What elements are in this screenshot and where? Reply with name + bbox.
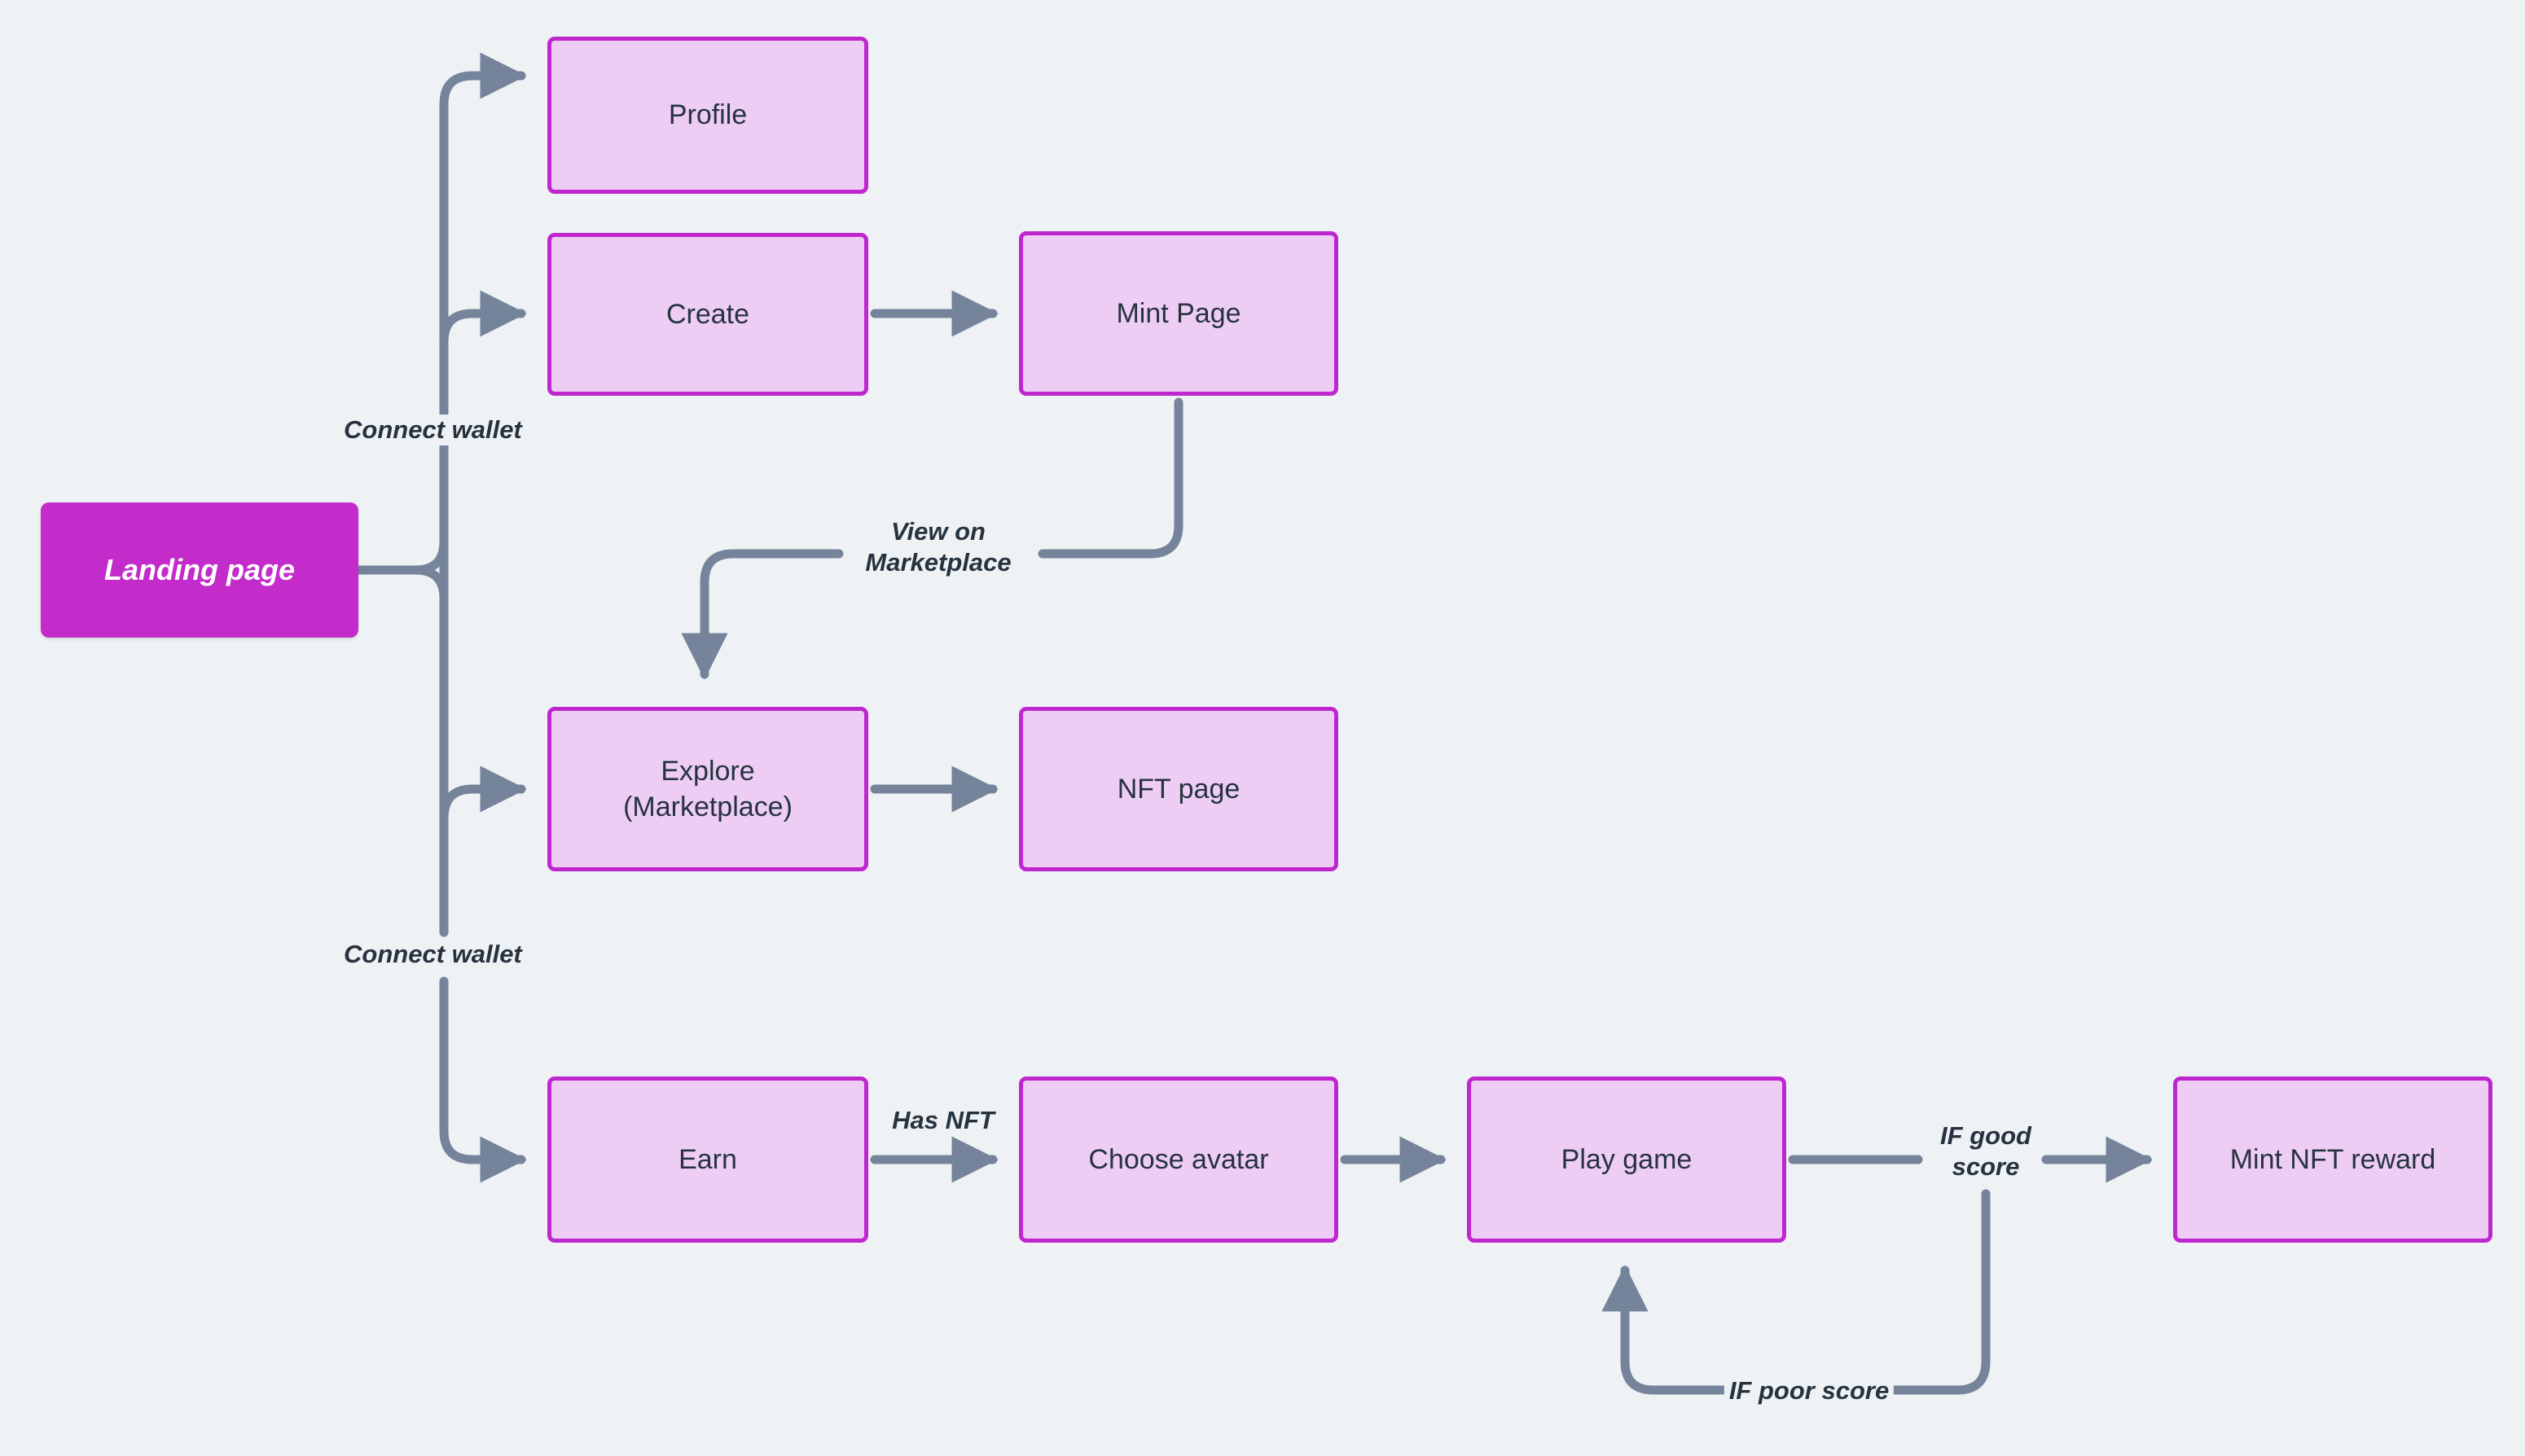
node-mint-nft-reward-label: Mint NFT reward	[2229, 1143, 2436, 1175]
edge-label-if-good-score: IF good score	[1935, 1121, 2036, 1182]
edge-label-view-on-marketplace: View on Marketplace	[860, 516, 1017, 578]
edge-landing-stub-down	[354, 565, 449, 603]
edge-label-connect-wallet-top: Connect wallet	[339, 414, 527, 445]
node-mint-nft-reward[interactable]: Mint NFT reward	[2173, 1077, 2492, 1243]
node-explore-marketplace[interactable]: Explore (Marketplace)	[547, 707, 868, 871]
edge-label-if-poor-score: IF poor score	[1724, 1375, 1895, 1406]
node-choose-avatar[interactable]: Choose avatar	[1019, 1077, 1338, 1243]
edge-mint-down	[1038, 397, 1183, 559]
node-explore-marketplace-label: Explore (Marketplace)	[623, 755, 793, 822]
edge-to-explore	[439, 765, 527, 823]
node-play-game[interactable]: Play game	[1467, 1077, 1786, 1243]
edge-poor-score-loop	[1601, 1265, 1732, 1395]
node-mint-page-label: Mint Page	[1116, 297, 1241, 329]
edge-marketplace-left	[681, 549, 844, 680]
node-play-game-label: Play game	[1561, 1143, 1693, 1175]
node-landing-page[interactable]: Landing page	[41, 502, 358, 638]
edge-score-junction-down	[1889, 1189, 1991, 1395]
node-profile-label: Profile	[668, 99, 748, 131]
node-nft-page[interactable]: NFT page	[1019, 707, 1338, 871]
edge-trunk-to-earn	[439, 976, 527, 1183]
node-mint-page[interactable]: Mint Page	[1019, 231, 1338, 396]
node-landing-page-label: Landing page	[104, 552, 295, 586]
edge-trunk-upper	[439, 52, 527, 546]
node-choose-avatar-label: Choose avatar	[1088, 1143, 1269, 1175]
edge-label-has-nft: Has NFT	[887, 1105, 999, 1136]
node-profile[interactable]: Profile	[547, 37, 868, 194]
node-earn-label: Earn	[678, 1143, 737, 1175]
node-create-label: Create	[665, 298, 750, 330]
node-nft-page-label: NFT page	[1117, 773, 1241, 805]
edge-to-create	[439, 290, 527, 347]
node-create[interactable]: Create	[547, 233, 868, 396]
node-earn[interactable]: Earn	[547, 1077, 868, 1243]
edge-label-connect-wallet-bottom: Connect wallet	[339, 939, 527, 970]
